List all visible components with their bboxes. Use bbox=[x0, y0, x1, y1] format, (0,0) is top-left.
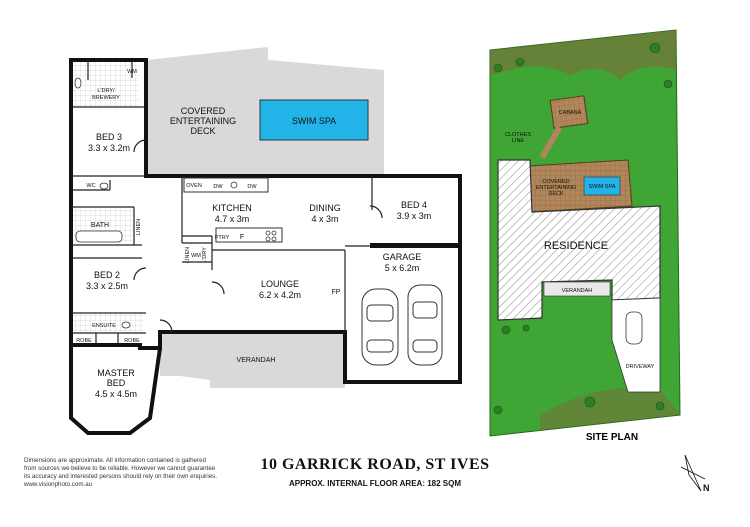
lounge-name: LOUNGE bbox=[261, 279, 299, 289]
bed3-name: BED 3 bbox=[96, 132, 122, 142]
door-icon bbox=[369, 205, 383, 219]
swim-spa-label: SWIM SPA bbox=[292, 116, 336, 126]
kitchen-bench bbox=[183, 177, 269, 193]
floor-plan: L'DRY/ BREWERY WM BED 3 3.3 x 3.2m COVER… bbox=[69, 47, 462, 435]
laundry2-label: L'DRY bbox=[202, 247, 208, 263]
site-deck-line3: DECK bbox=[548, 191, 564, 197]
cooktop-icon bbox=[271, 236, 277, 242]
disclaimer: Dimensions are approximate. All informat… bbox=[24, 457, 264, 489]
deck-line1: COVERED bbox=[181, 106, 226, 116]
fireplace-label: FP bbox=[332, 289, 341, 296]
dw2-label: DW bbox=[247, 184, 257, 190]
bed3-size: 3.3 x 3.2m bbox=[88, 143, 130, 153]
master-line1: MASTER bbox=[97, 368, 135, 378]
site-residence-label: RESIDENCE bbox=[544, 240, 608, 252]
master-line2: BED bbox=[107, 378, 126, 388]
toilet-icon bbox=[99, 182, 109, 190]
deck-line3: DECK bbox=[190, 126, 215, 136]
dining-name: DINING bbox=[309, 203, 341, 213]
toilet-icon bbox=[74, 77, 82, 89]
cooktop-icon bbox=[265, 230, 271, 236]
disclaimer-line: its accuracy and interested persons shou… bbox=[24, 473, 217, 480]
bed4-name: BED 4 bbox=[401, 200, 427, 210]
wm-label: WM bbox=[127, 69, 137, 75]
door-icon bbox=[211, 281, 225, 295]
pantry-label: PTRY bbox=[215, 235, 230, 241]
site-driveway bbox=[611, 297, 661, 393]
bath-label: BATH bbox=[91, 222, 109, 229]
kitchen-island bbox=[215, 227, 283, 243]
linen-label-2: LINEN bbox=[185, 247, 191, 263]
disclaimer-line: Dimensions are approximate. All informat… bbox=[24, 457, 206, 464]
door-icon bbox=[159, 319, 173, 333]
laundry-tiles bbox=[73, 62, 139, 107]
bed2-name: BED 2 bbox=[94, 270, 120, 280]
ensuite-label: ENSUITE bbox=[92, 323, 116, 329]
fridge-label: F bbox=[240, 234, 244, 241]
site-deck-line1: COVERED bbox=[542, 179, 569, 185]
door-icon bbox=[133, 139, 147, 153]
garden-bed bbox=[490, 30, 676, 80]
site-path bbox=[539, 125, 563, 160]
wc-label: WC bbox=[86, 183, 95, 189]
property-address: 10 GARRICK ROAD, ST IVES bbox=[260, 456, 490, 473]
floor-area: APPROX. INTERNAL FLOOR AREA: 182 SQM bbox=[288, 479, 462, 488]
bathtub-icon bbox=[75, 230, 123, 243]
site-verandah-label: VERANDAH bbox=[562, 288, 593, 294]
laundry-line2: BREWERY bbox=[92, 95, 120, 101]
site-car-icon bbox=[625, 311, 643, 345]
swim-spa-pool bbox=[259, 99, 369, 141]
disclaimer-line: from sources we believe to be reliable. … bbox=[24, 465, 216, 472]
tree-icons bbox=[493, 42, 673, 415]
site-verandah bbox=[543, 281, 611, 297]
door-icon bbox=[133, 267, 147, 281]
deck-line2: ENTERTAINING bbox=[170, 116, 236, 126]
kitchen-name: KITCHEN bbox=[212, 203, 252, 213]
laundry-line1: L'DRY/ bbox=[97, 88, 115, 94]
site-deck-line2: ENTERTAINING bbox=[536, 185, 576, 191]
sink-icon bbox=[230, 181, 238, 189]
cooktop-icon bbox=[265, 236, 271, 242]
disclaimer-website: www.visionphoto.com.au bbox=[24, 481, 93, 488]
garage-name: GARAGE bbox=[383, 252, 422, 262]
cooktop-icon bbox=[271, 230, 277, 236]
lounge-size: 6.2 x 4.2m bbox=[259, 290, 301, 300]
robe-label: ROBE bbox=[76, 338, 92, 344]
compass-n-label: N bbox=[703, 483, 710, 493]
compass-icon: N bbox=[680, 454, 710, 493]
master-bed-wall bbox=[69, 345, 162, 435]
car-icon bbox=[407, 284, 443, 366]
master-size: 4.5 x 4.5m bbox=[95, 389, 137, 399]
linen-label: LINEN bbox=[136, 219, 142, 235]
site-cabana-label: CABANA bbox=[559, 110, 582, 116]
bed4-size: 3.9 x 3m bbox=[397, 211, 432, 221]
toilet-icon bbox=[121, 321, 131, 329]
interior-walls bbox=[71, 60, 373, 345]
oven-label: OVEN bbox=[186, 183, 202, 189]
site-clothes-line2: LINE bbox=[512, 138, 525, 144]
dw1-label: DW bbox=[213, 184, 223, 190]
garage-size: 5 x 6.2m bbox=[385, 263, 420, 273]
site-plan: CABANA COVERED ENTERTAINING DECK SWIM SP… bbox=[489, 29, 681, 443]
outer-wall bbox=[69, 58, 462, 384]
site-swim-spa-label: SWIM SPA bbox=[588, 184, 615, 190]
wm2-label: WM bbox=[191, 253, 201, 259]
kitchen-size: 4.7 x 3m bbox=[215, 214, 250, 224]
dining-size: 4 x 3m bbox=[311, 214, 338, 224]
site-driveway-label: DRIVEWAY bbox=[626, 364, 655, 370]
robe-label-2: ROBE bbox=[124, 338, 140, 344]
garden-bed bbox=[540, 387, 680, 430]
site-plan-caption: SITE PLAN bbox=[586, 432, 638, 443]
verandah-label: VERANDAH bbox=[237, 357, 276, 364]
cabana bbox=[549, 95, 589, 129]
bed2-size: 3.3 x 2.5m bbox=[86, 281, 128, 291]
site-swim-spa bbox=[583, 176, 621, 196]
verandah-area bbox=[160, 332, 345, 388]
site-clothes-line1: CLOTHES bbox=[505, 132, 531, 138]
car-icon bbox=[361, 288, 399, 366]
